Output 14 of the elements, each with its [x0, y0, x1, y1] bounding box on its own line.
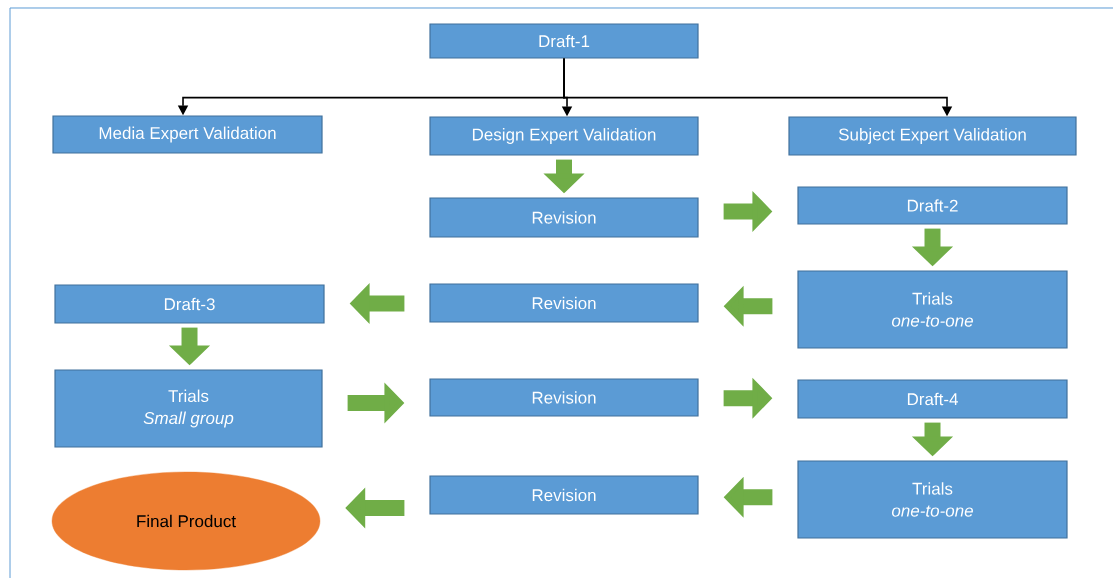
process-box: Revision [429, 475, 699, 515]
process-box: Trials one-to-one [797, 460, 1068, 539]
process-box: Draft-3 [54, 284, 325, 324]
process-box: Trials one-to-one [797, 270, 1068, 349]
process-box: Revision [429, 378, 699, 417]
process-box: Subject Expert Validation [788, 116, 1077, 156]
process-box: Draft-2 [797, 186, 1068, 225]
process-box: Draft-4 [797, 379, 1068, 419]
process-box: Revision [429, 197, 699, 238]
process-box: Revision [429, 283, 699, 323]
process-box: Media Expert Validation [52, 115, 323, 154]
process-box: Trials Small group [54, 369, 323, 448]
process-box: Design Expert Validation [429, 116, 699, 156]
process-box: Draft-1 [429, 23, 699, 59]
